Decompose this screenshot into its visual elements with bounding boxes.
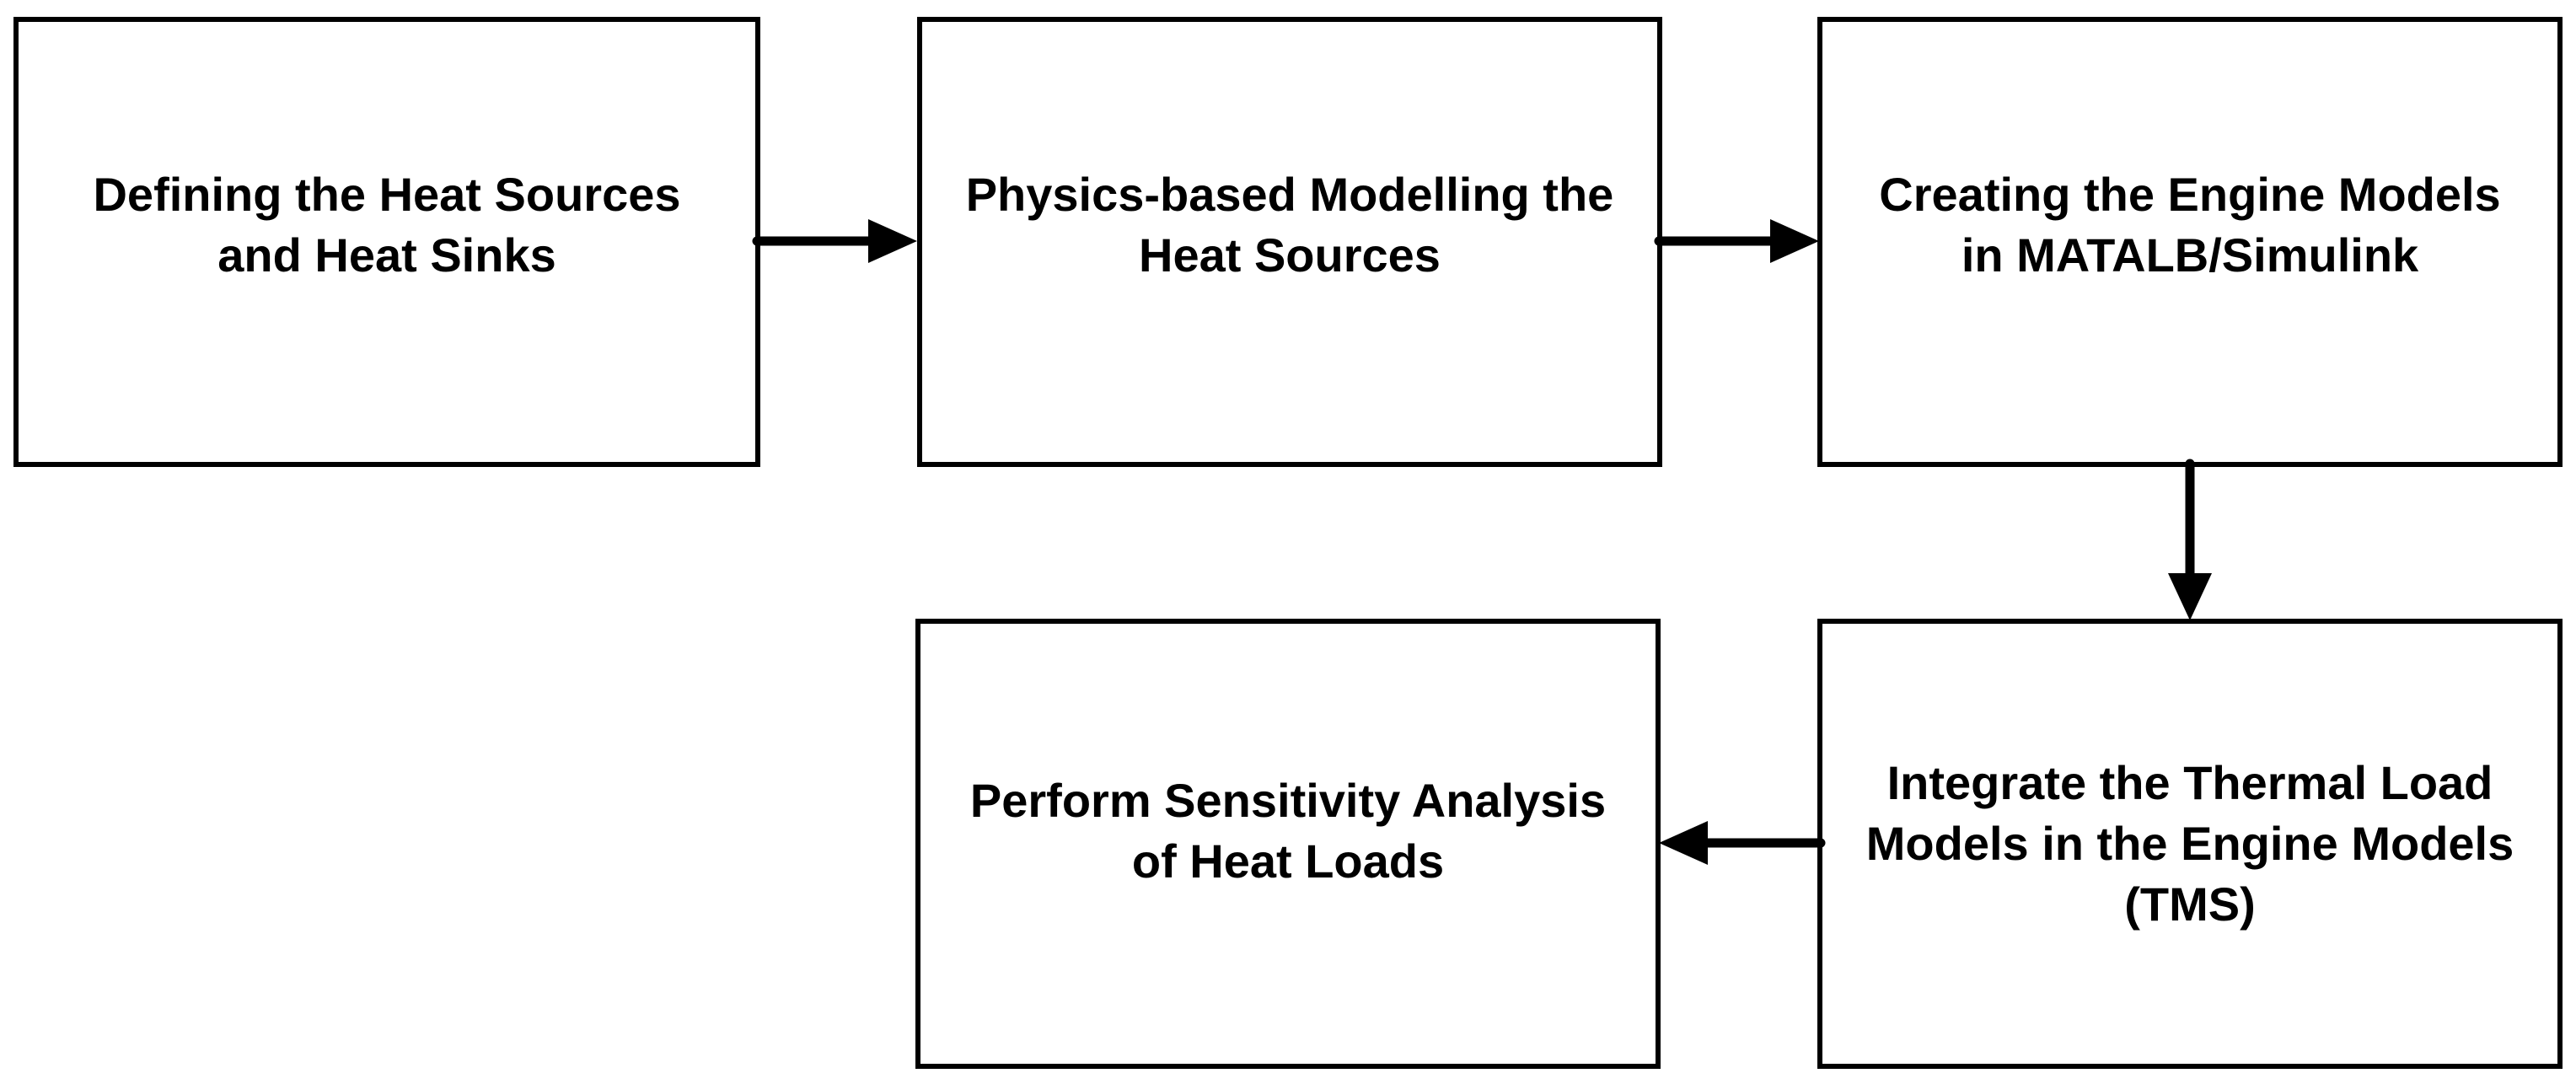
- step-label-defining-heat-sources: Defining the Heat Sources and Heat Sinks: [93, 168, 681, 282]
- step-label-creating-engine-models: Creating the Engine Models in MATALB/Sim…: [1879, 168, 2501, 282]
- arrow-b1-to-b2: [752, 219, 917, 263]
- step-label-integrate-thermal-load: Integrate the Thermal Load Models in the…: [1865, 756, 2514, 931]
- arrow-b5-to-b4: [1659, 821, 1826, 865]
- step-label-sensitivity-analysis: Perform Sensitivity Analysis of Heat Loa…: [969, 774, 1607, 888]
- step-box-creating-engine-models: Creating the Engine Models in MATALB/Sim…: [1817, 17, 2563, 467]
- arrow-b2-to-b3: [1654, 219, 1819, 263]
- step-box-sensitivity-analysis: Perform Sensitivity Analysis of Heat Loa…: [915, 619, 1661, 1069]
- step-box-integrate-thermal-load: Integrate the Thermal Load Models in the…: [1817, 619, 2563, 1069]
- arrow-b3-to-b5: [2168, 459, 2212, 620]
- step-label-physics-based-modelling: Physics-based Modelling the Heat Sources: [965, 168, 1614, 282]
- step-box-physics-based-modelling: Physics-based Modelling the Heat Sources: [917, 17, 1662, 467]
- step-box-defining-heat-sources: Defining the Heat Sources and Heat Sinks: [13, 17, 760, 467]
